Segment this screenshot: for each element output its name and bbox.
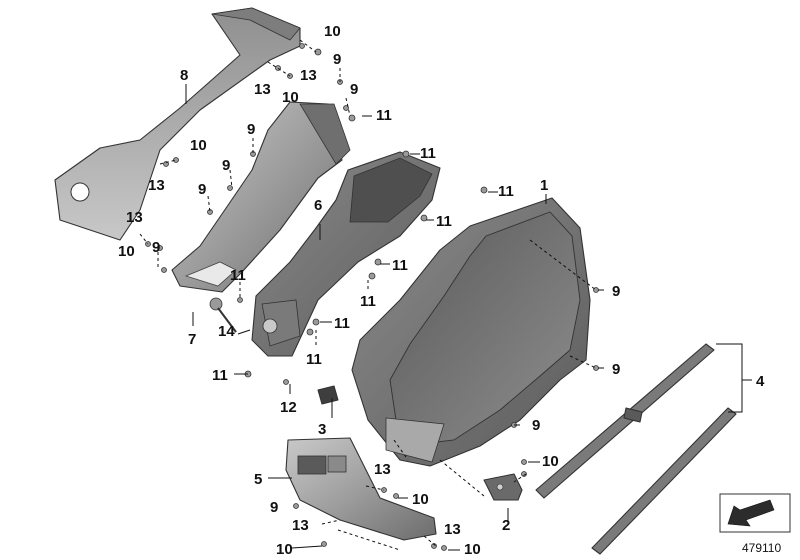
label-9: 9 — [612, 361, 620, 378]
arrow-icon — [727, 499, 775, 527]
label-10: 10 — [276, 541, 293, 558]
label-11: 11 — [376, 107, 392, 124]
label-2: 2 — [502, 517, 510, 534]
leader-lines — [139, 39, 752, 551]
label-10: 10 — [412, 491, 429, 508]
label-9: 9 — [333, 51, 341, 68]
label-1: 1 — [540, 177, 548, 194]
label-8: 8 — [180, 67, 188, 84]
part-2-latch — [483, 473, 523, 501]
catalog-number: 479110 — [742, 541, 781, 555]
label-13: 13 — [148, 177, 165, 194]
label-11: 11 — [392, 257, 408, 274]
part-1-storage-box — [351, 197, 591, 467]
label-3: 3 — [318, 421, 326, 438]
label-9: 9 — [222, 157, 230, 174]
label-10: 10 — [324, 23, 341, 40]
callout-labels: 10 13 9 8 13 10 9 11 9 10 13 9 11 9 11 1… — [118, 23, 765, 558]
part-3-pad — [317, 385, 339, 405]
label-14: 14 — [218, 323, 235, 340]
label-9: 9 — [198, 181, 206, 198]
label-13: 13 — [126, 209, 143, 226]
label-13: 13 — [254, 81, 271, 98]
label-9: 9 — [612, 283, 620, 300]
label-4: 4 — [756, 373, 765, 390]
label-11: 11 — [498, 183, 514, 200]
part-8-side-panel — [54, 7, 301, 241]
label-11: 11 — [420, 145, 436, 162]
label-5: 5 — [254, 471, 262, 488]
label-12: 12 — [280, 399, 297, 416]
catalog-badge: 479110 — [719, 493, 791, 555]
label-10: 10 — [118, 243, 135, 260]
label-10: 10 — [542, 453, 559, 470]
label-7: 7 — [188, 331, 196, 348]
label-13: 13 — [292, 517, 309, 534]
label-10: 10 — [282, 89, 299, 106]
label-11: 11 — [436, 213, 452, 230]
label-9: 9 — [532, 417, 540, 434]
label-13: 13 — [300, 67, 317, 84]
label-13: 13 — [374, 461, 391, 478]
label-9: 9 — [350, 81, 358, 98]
part-14-bolt — [209, 297, 237, 333]
label-9: 9 — [270, 499, 278, 516]
label-11: 11 — [360, 293, 376, 310]
part-5-lower-cover — [285, 437, 437, 541]
label-9: 9 — [247, 121, 255, 138]
part-7-inner-trim — [171, 101, 351, 293]
label-13: 13 — [444, 521, 461, 538]
label-11: 11 — [212, 367, 228, 384]
label-10: 10 — [464, 541, 481, 558]
label-9: 9 — [152, 239, 160, 256]
label-11: 11 — [230, 267, 246, 284]
label-10: 10 — [190, 137, 207, 154]
part-6-support-bracket — [251, 151, 441, 357]
label-6: 6 — [314, 197, 322, 214]
part-4-strips — [535, 343, 737, 555]
label-11: 11 — [306, 351, 322, 368]
label-11: 11 — [334, 315, 350, 332]
